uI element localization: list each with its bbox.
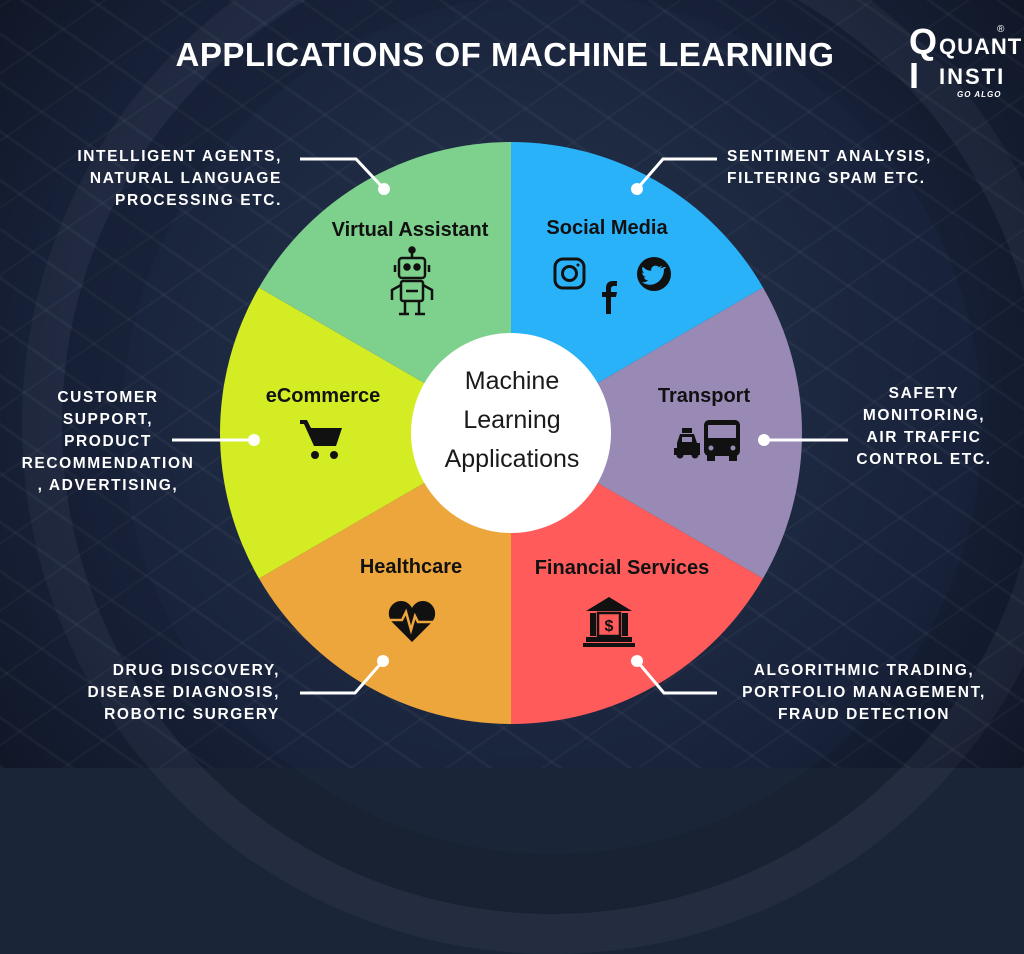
segment-transport (511, 287, 802, 579)
center-label-line-3: Applications (445, 445, 580, 473)
note-social-media: SENTIMENT ANALYSIS, FILTERING SPAM ETC. (727, 148, 932, 187)
label-virtual-assistant: Virtual Assistant (332, 219, 489, 241)
logo-text-quant: QUANT (939, 34, 1023, 59)
note-transport: SAFETY MONITORING, AIR TRAFFIC CONTROL E… (856, 385, 992, 468)
logo-text-insti: INSTI (939, 64, 1006, 89)
shopping-cart-icon (300, 420, 342, 459)
logo-mark-top: Q (909, 21, 938, 62)
quantinsti-logo: Q I QUANT INSTI ® GO ALGO (905, 21, 1021, 100)
note-virtual-assistant: INTELLIGENT AGENTS, NATURAL LANGUAGE PRO… (77, 148, 282, 209)
bus-icon (704, 420, 740, 461)
connector-ecommerce (172, 434, 260, 446)
label-financial-services: Financial Services (535, 557, 710, 579)
label-transport: Transport (658, 385, 751, 407)
logo-registered-mark: ® (997, 24, 1005, 35)
note-healthcare: DRUG DISCOVERY, DISEASE DIAGNOSIS, ROBOT… (87, 662, 280, 723)
connector-social-media (631, 157, 717, 195)
label-ecommerce: eCommerce (266, 385, 381, 407)
page-title: APPLICATIONS OF MACHINE LEARNING (175, 36, 835, 73)
note-ecommerce: CUSTOMER SUPPORT, PRODUCT RECOMMENDATION… (21, 389, 195, 494)
logo-tagline: GO ALGO (957, 90, 1002, 99)
segment-ecommerce (220, 287, 511, 579)
robot-icon (390, 246, 434, 316)
heart-pulse-icon (388, 601, 436, 642)
facebook-icon (602, 281, 617, 314)
label-social-media: Social Media (546, 217, 668, 239)
bank-dollar-icon: $ (605, 618, 614, 635)
label-healthcare: Healthcare (360, 556, 462, 578)
center-label-line-2: Learning (463, 406, 560, 434)
center-hub (411, 333, 611, 533)
connector-financial-services (631, 655, 717, 695)
instagram-icon (553, 257, 586, 290)
ml-applications-wheel: Machine Learning Applications Social Med… (172, 142, 848, 724)
twitter-icon (637, 257, 671, 291)
note-financial-services: ALGORITHMIC TRADING, PORTFOLIO MANAGEMEN… (742, 662, 986, 723)
connector-healthcare (300, 655, 389, 695)
connector-transport (758, 434, 848, 446)
taxi-icon (674, 428, 700, 459)
center-label-line-1: Machine (465, 367, 560, 395)
connector-virtual-assistant (300, 157, 390, 195)
logo-mark-bottom: I (909, 55, 920, 96)
bank-icon (583, 597, 635, 647)
